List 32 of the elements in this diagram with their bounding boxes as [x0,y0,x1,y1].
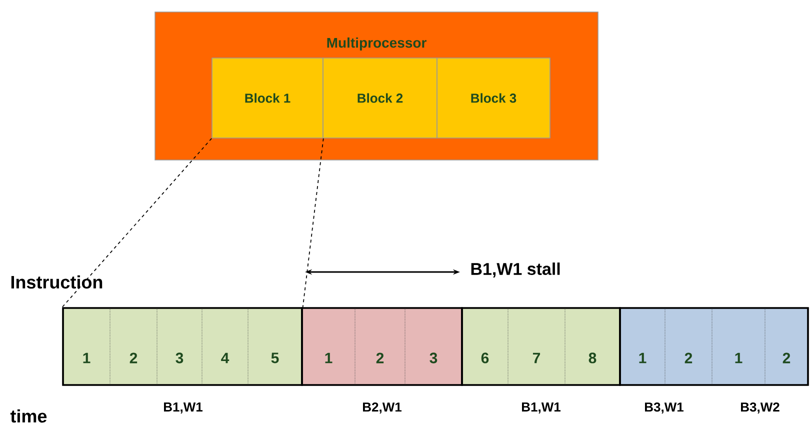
segment-label: B2,W1 [363,402,402,414]
timeline-segment [301,307,463,386]
segment-label: B1,W1 [522,402,560,414]
segment-label: B3,W1 [645,402,684,414]
axis-label: time [10,409,47,423]
timeline-segment [619,307,809,386]
axis-label: Instruction [11,275,102,289]
cell-number: 2 [376,352,384,364]
cell-number: 3 [430,352,438,364]
segment-label: B1,W1 [164,402,203,414]
leader-line [302,138,324,308]
leader-line [62,138,212,308]
cell-number: 3 [176,352,184,364]
block-box: Block 2 [322,58,438,138]
block-box: Block 1 [212,58,324,138]
cell-number: 1 [735,352,742,364]
cell-number: 6 [481,352,489,364]
timeline-segment [461,307,621,386]
cell-number: 7 [532,352,540,364]
block-box: Block 3 [436,58,550,138]
timeline-segment [62,307,303,386]
cell-number: 2 [130,352,138,364]
cell-number: 1 [83,352,90,364]
cell-number: 8 [588,352,596,364]
cell-number: 2 [782,352,790,364]
cell-number: 1 [639,352,646,364]
stall-label: B1,W1 stall [471,262,560,278]
cell-number: 1 [325,352,332,364]
cell-number: 5 [271,352,279,364]
cell-number: 2 [684,352,692,364]
segment-label: B3,W2 [741,402,780,414]
cell-number: 4 [221,352,230,364]
